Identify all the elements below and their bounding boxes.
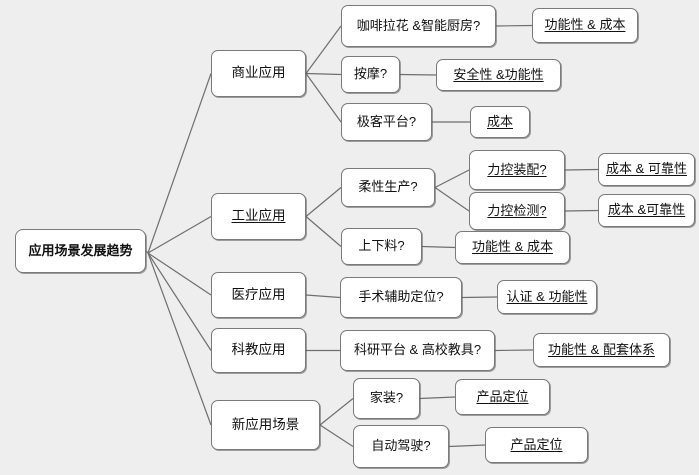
node-label: 产品定位 [476, 388, 529, 404]
edge-新应用场景-家装 [319, 398, 354, 426]
edge-hub-新应用场景 [147, 252, 212, 426]
node-手术辅助定位[interactable]: 手术辅助定位? [340, 277, 462, 318]
node-科研平台-高校教具[interactable]: 科研平台 & 高校教具? [340, 330, 495, 371]
node-label: 功能性 & 成本 [544, 17, 626, 33]
edge-工业应用-柔性生产 [305, 187, 342, 217]
node-label: 产品定位 [510, 436, 563, 452]
node-label: 成本 &可靠性 [607, 202, 686, 218]
node-安全性-功能性[interactable]: 安全性 &功能性 [436, 59, 561, 91]
node-力控检测[interactable]: 力控检测? [469, 192, 565, 230]
node-家装[interactable]: 家装? [353, 378, 420, 419]
node-label: 认证 & 功能性 [506, 288, 588, 304]
node-label: 力控装配? [487, 161, 547, 177]
node-柔性生产[interactable]: 柔性生产? [341, 168, 435, 207]
node-label: 安全性 &功能性 [453, 66, 544, 82]
node-label: 新应用场景 [231, 416, 300, 432]
edge-商业应用-咖啡拉花-智能厨房 [305, 25, 342, 74]
node-上下料[interactable]: 上下料? [341, 228, 422, 265]
node-label: 应用场景发展趋势 [28, 242, 133, 258]
edge-咖啡拉花-智能厨房-功能性-成本 [495, 24, 533, 27]
node-label: 功能性 & 配套体系 [548, 341, 655, 357]
node-新应用场景[interactable]: 新应用场景 [211, 400, 320, 450]
edge-hub-医疗应用 [147, 252, 212, 296]
node-label: 上下料? [358, 238, 405, 254]
edge-hub-科教应用 [147, 252, 212, 351]
node-产品定位[interactable]: 产品定位 [455, 379, 550, 415]
node-医疗应用[interactable]: 医疗应用 [211, 272, 306, 318]
node-咖啡拉花-智能厨房[interactable]: 咖啡拉花 &智能厨房? [341, 5, 496, 47]
node-功能性-成本[interactable]: 功能性 & 成本 [455, 231, 570, 264]
edge-商业应用-按摩 [305, 72, 342, 76]
node-label: 柔性生产? [358, 179, 418, 195]
node-产品定位[interactable]: 产品定位 [485, 427, 588, 463]
node-极客平台[interactable]: 极客平台? [341, 103, 432, 141]
edge-手术辅助定位-认证-功能性 [461, 296, 498, 299]
node-label: 科研平台 & 高校教具? [353, 342, 482, 358]
node-功能性-配套体系[interactable]: 功能性 & 配套体系 [533, 333, 670, 367]
node-label: 工业应用 [231, 208, 286, 224]
node-label: 功能性 & 成本 [472, 239, 553, 255]
node-label: 家装? [369, 390, 404, 406]
edge-工业应用-上下料 [305, 216, 342, 247]
root-node-应用场景发展趋势[interactable]: 应用场景发展趋势 [15, 229, 146, 273]
edge-按摩-安全性-功能性 [399, 73, 437, 76]
node-label: 成本 & 可靠性 [606, 161, 687, 177]
edge-柔性生产-力控装配 [434, 169, 470, 189]
node-label: 科教应用 [231, 342, 286, 358]
node-认证-功能性[interactable]: 认证 & 功能性 [497, 280, 597, 314]
node-label: 医疗应用 [231, 286, 286, 302]
node-按摩[interactable]: 按摩? [341, 56, 400, 93]
node-label: 咖啡拉花 &智能厨房? [356, 17, 481, 33]
node-力控装配[interactable]: 力控装配? [469, 150, 565, 190]
edge-新应用场景-自动驾驶 [319, 424, 354, 448]
node-自动驾驶[interactable]: 自动驾驶? [353, 425, 449, 468]
node-label: 力控检测? [487, 202, 547, 218]
edge-力控装配-成本-可靠性 [564, 168, 599, 171]
node-label: 手术辅助定位? [358, 289, 444, 305]
edge-商业应用-极客平台 [305, 73, 342, 123]
node-label: 商业应用 [231, 65, 286, 81]
node-成本-可靠性[interactable]: 成本 &可靠性 [598, 194, 695, 227]
edge-hub-商业应用 [147, 73, 212, 254]
node-label: 自动驾驶? [371, 438, 431, 454]
node-label: 成本 [486, 113, 513, 129]
node-成本-可靠性[interactable]: 成本 & 可靠性 [598, 153, 695, 186]
node-功能性-成本[interactable]: 功能性 & 成本 [532, 8, 638, 43]
edge-root-hub [145, 250, 149, 254]
edge-力控检测-成本-可靠性 [564, 209, 599, 212]
node-label: 极客平台? [356, 113, 417, 129]
edge-上下料-功能性-成本 [421, 245, 456, 249]
edge-医疗应用-手术辅助定位 [305, 294, 341, 299]
edge-柔性生产-力控检测 [434, 187, 470, 212]
node-工业应用[interactable]: 工业应用 [211, 193, 306, 240]
edge-家装-产品定位 [419, 396, 456, 400]
edge-科研平台-高校教具-功能性-配套体系 [494, 349, 534, 352]
node-label: 按摩? [353, 66, 388, 82]
edge-hub-工业应用 [147, 215, 212, 254]
node-商业应用[interactable]: 商业应用 [211, 50, 306, 97]
node-成本[interactable]: 成本 [470, 106, 530, 138]
edge-自动驾驶-产品定位 [448, 444, 486, 448]
node-科教应用[interactable]: 科教应用 [211, 328, 306, 373]
